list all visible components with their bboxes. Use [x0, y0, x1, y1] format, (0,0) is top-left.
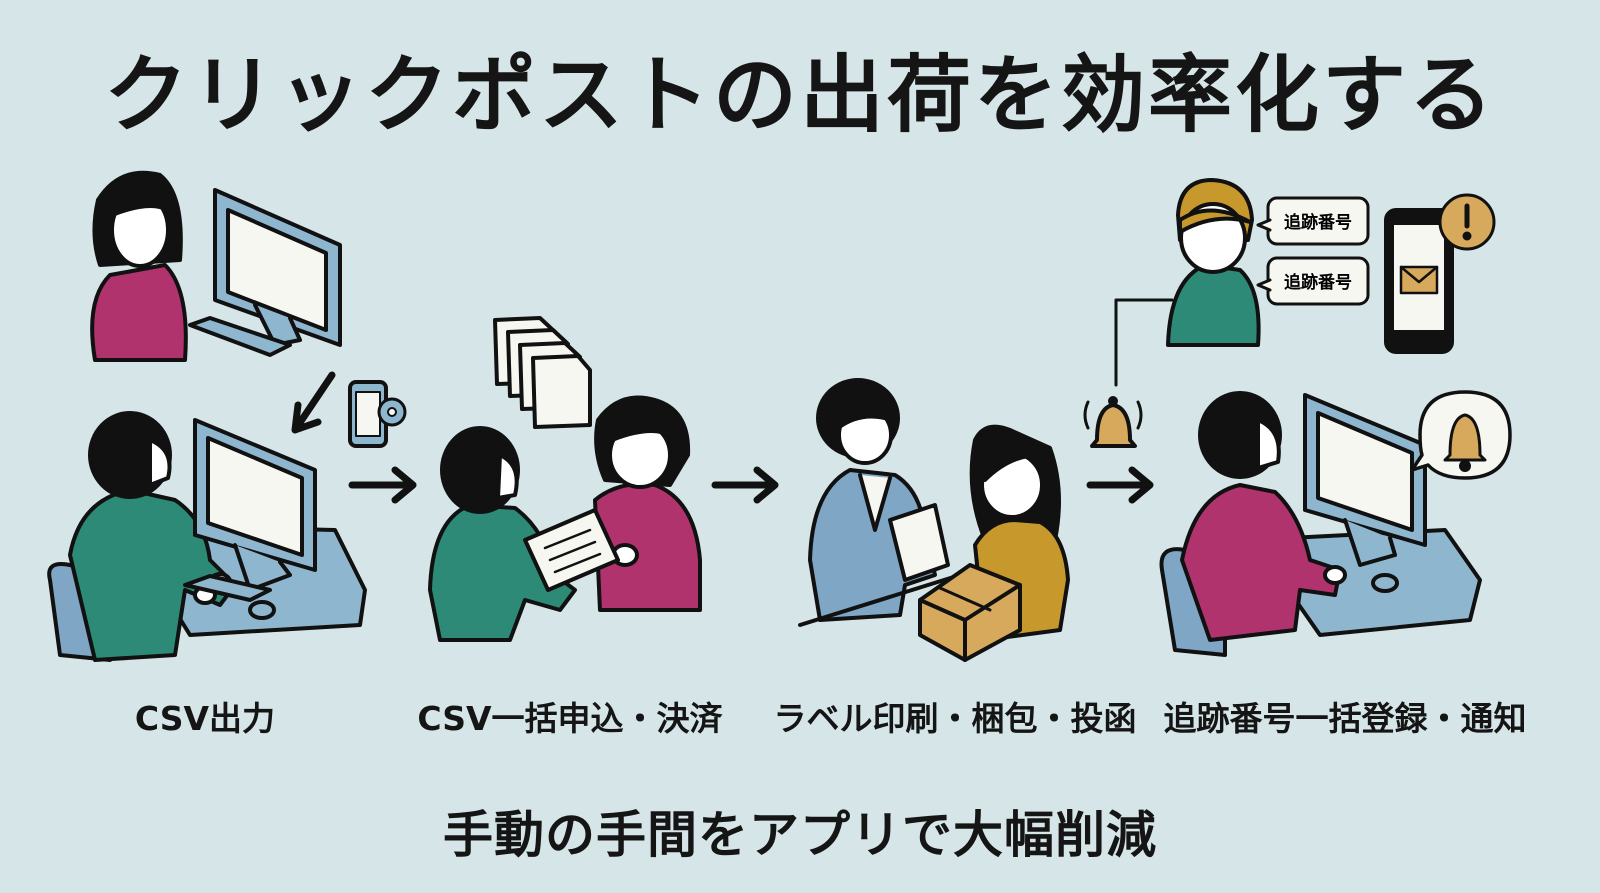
step-label-label-print: ラベル印刷・梱包・投函 [773, 699, 1137, 738]
document-stack-icon [493, 316, 592, 429]
step-label-csv-export: CSV出力 [134, 699, 276, 738]
right-arrow [348, 466, 417, 504]
step-label-bulk-apply: CSV一括申込・決済 [417, 699, 723, 738]
paper-document-icon [523, 508, 620, 592]
notification-bell-icon [1410, 390, 1512, 480]
customer-with-package-figure [969, 424, 1070, 642]
operator-figure [1180, 391, 1347, 642]
smartphone-mail-icon [1384, 193, 1496, 354]
bubble-text-tracking-2: 追跡番号 [1284, 272, 1352, 293]
bracket-line [1114, 298, 1174, 387]
down-left-arrow [291, 371, 336, 434]
smartphone-gear-icon [348, 380, 407, 448]
right-arrow [1086, 466, 1154, 504]
woman-handing-figure [593, 395, 702, 612]
monitor-icon [183, 418, 317, 620]
page-title: クリックポストの出荷を効率化する [103, 46, 1496, 144]
speech-bubble [1256, 256, 1370, 306]
bubble-text-tracking-1: 追跡番号 [1284, 212, 1352, 233]
package-box-icon [918, 563, 1022, 662]
clerk-figure [808, 378, 937, 622]
woman-at-computer-figure [90, 170, 188, 362]
customer-figure [1166, 178, 1261, 347]
right-arrow [711, 466, 779, 504]
page-subtitle: 手動の手間をアプリで大幅削減 [443, 806, 1157, 864]
step-label-tracking-register: 追跡番号一括登録・通知 [1163, 699, 1527, 738]
receipt-icon [888, 503, 950, 582]
counter-line [798, 573, 962, 627]
bell-icon [1083, 396, 1143, 448]
monitor-icon [1303, 393, 1427, 593]
monitor-icon [188, 188, 342, 357]
speech-bubble [1256, 196, 1370, 246]
